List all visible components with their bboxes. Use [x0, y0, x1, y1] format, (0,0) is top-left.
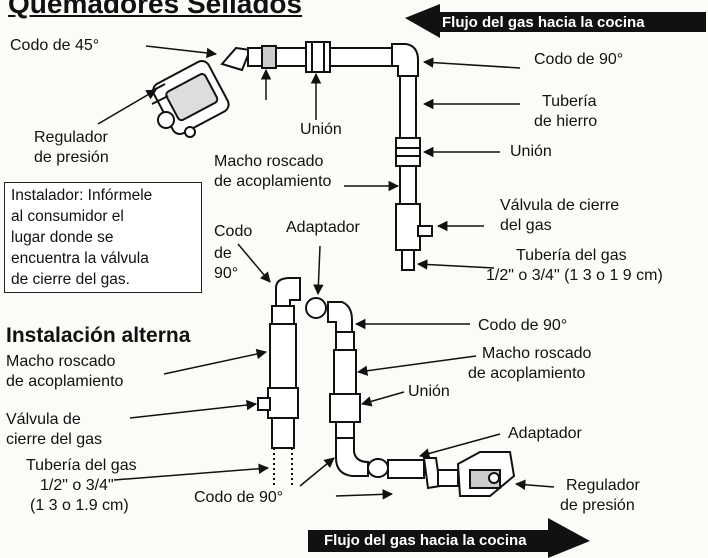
label-alt-codo-2: de [214, 245, 232, 262]
label-regulador-1: Regulador [34, 129, 108, 146]
alt-elbow-bottom-icon [335, 437, 369, 477]
label-alt-macho-right-2: de acoplamiento [468, 365, 586, 382]
label-alt-codo-3: 90° [214, 265, 239, 282]
label-codo-45: Codo de 45° [10, 37, 100, 54]
iron-pipe [399, 75, 417, 139]
installer-note: Instalador: Infórmele al consumidor el l… [4, 182, 202, 293]
note-line: al consumidor el [11, 208, 124, 225]
elbow-90-icon [391, 43, 419, 77]
label-alt-adaptador-2: Adaptador [508, 425, 582, 442]
note-line: de cierre del gas. [11, 271, 130, 288]
label-alt-macho-left-1: Macho roscado [6, 353, 116, 370]
top-pipe-assembly [149, 41, 433, 271]
label-tuberia-2: de hierro [534, 113, 598, 130]
shutoff-valve-icon [395, 203, 421, 251]
flow-arrow-top [405, 4, 706, 38]
label-alt-macho-right-1: Macho roscado [482, 345, 592, 362]
label-alt-regulador-1: Regulador [566, 477, 640, 494]
label-tuberia-gas-1: Tubería del gas [516, 247, 627, 264]
page-title: Quemadores Sellados [8, 0, 303, 19]
flow-arrow-bottom [308, 518, 590, 558]
label-alt-tuberia-2: 1/2" o 3/4" [40, 477, 114, 494]
note-line: Instalador: Infórmele [11, 187, 153, 204]
label-alt-codo-90-bottom: Codo de 90° [194, 489, 284, 506]
label-valvula-1: Válvula de cierre [500, 197, 620, 214]
label-union-top: Unión [300, 121, 342, 138]
label-codo-90-top: Codo de 90° [534, 51, 624, 68]
alt-elbow-right-icon [327, 301, 353, 333]
note-line: lugar donde se [11, 229, 114, 246]
label-alt-valvula-1: Válvula de [6, 411, 81, 428]
label-alt-tuberia-1: Tubería del gas [26, 457, 137, 474]
label-alt-tuberia-3: (1 3 o 1.9 cm) [30, 497, 129, 514]
label-alt-regulador-2: de presión [560, 497, 635, 514]
note-line: encuentra la válvula [11, 250, 149, 267]
label-macho-1: Macho roscado [214, 153, 324, 170]
elbow-45-icon [220, 46, 252, 72]
label-alt-union: Unión [408, 383, 450, 400]
section-heading-alt: Instalación alterna [6, 324, 191, 347]
label-tuberia-1: Tubería [542, 93, 597, 110]
label-alt-adaptador: Adaptador [286, 219, 360, 236]
label-alt-codo-1: Codo [214, 223, 253, 240]
flow-label-bottom: Flujo del gas hacia la cocina [324, 532, 527, 549]
label-tuberia-gas-2: 1/2" o 3/4" (1 3 o 1 9 cm) [486, 267, 663, 284]
label-union-2: Unión [510, 143, 552, 160]
alt-pipe-assembly [257, 277, 516, 497]
label-alt-macho-left-2: de acoplamiento [6, 373, 124, 390]
label-macho-2: de acoplamiento [214, 173, 332, 190]
alt-regulator-icon [456, 451, 516, 497]
label-regulador-2: de presión [34, 149, 109, 166]
flow-label-top: Flujo del gas hacia la cocina [442, 14, 645, 31]
leader-lines [97, 45, 555, 500]
pressure-regulator-icon [149, 60, 230, 138]
label-alt-valvula-2: cierre del gas [6, 431, 103, 448]
alt-elbow-top-icon [275, 277, 301, 307]
label-valvula-2: del gas [500, 217, 552, 234]
label-alt-codo-90-right: Codo de 90° [478, 317, 568, 334]
